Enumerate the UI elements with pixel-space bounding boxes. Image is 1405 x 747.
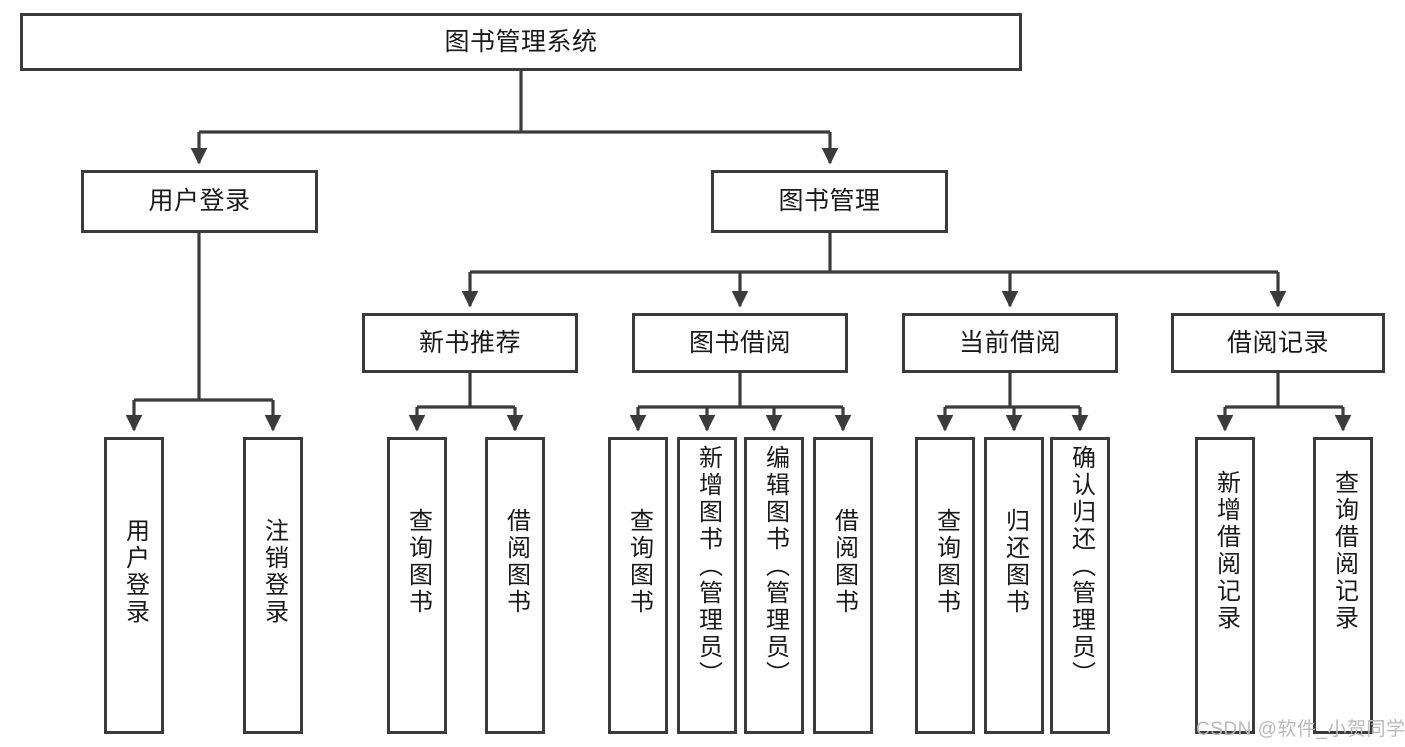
node-leaf-logout[interactable]: 注销登录: [243, 437, 303, 734]
node-current-borrow[interactable]: 当前借阅: [902, 313, 1118, 373]
node-leaf-logout-label: 注销登录: [260, 518, 288, 626]
node-leaf-borrow-book-1-label: 借阅图书: [502, 508, 530, 616]
csdn-watermark: CSDN @软件_小贺同学: [1196, 719, 1405, 740]
node-leaf-add-book[interactable]: 新增图书（管理员）: [677, 437, 737, 734]
node-book-management-label: 图书管理: [778, 187, 881, 215]
node-borrow-record[interactable]: 借阅记录: [1171, 313, 1385, 373]
node-leaf-query-book-3-label: 查询图书: [932, 508, 960, 616]
node-leaf-query-record[interactable]: 查询借阅记录: [1313, 437, 1373, 734]
node-leaf-edit-book-label: 编辑图书（管理员）: [761, 445, 789, 688]
node-leaf-add-record[interactable]: 新增借阅记录: [1195, 437, 1255, 734]
node-borrow-record-label: 借阅记录: [1226, 328, 1329, 357]
node-book-borrow-label: 图书借阅: [688, 328, 791, 357]
node-user-login[interactable]: 用户登录: [81, 170, 318, 233]
node-leaf-query-book-2[interactable]: 查询图书: [608, 437, 668, 734]
node-leaf-return-book-label: 归还图书: [1001, 508, 1029, 616]
node-leaf-query-record-label: 查询借阅记录: [1330, 470, 1358, 632]
node-leaf-confirm-return[interactable]: 确认归还（管理员）: [1050, 437, 1110, 734]
node-leaf-add-book-label: 新增图书（管理员）: [694, 445, 722, 688]
node-new-book-recommend-label: 新书推荐: [418, 328, 521, 357]
node-leaf-query-book-2-label: 查询图书: [625, 508, 653, 616]
node-leaf-query-book-1-label: 查询图书: [404, 508, 432, 616]
node-leaf-query-book-3[interactable]: 查询图书: [915, 437, 975, 734]
node-root[interactable]: 图书管理系统: [20, 13, 1022, 71]
node-leaf-query-book-1[interactable]: 查询图书: [387, 437, 447, 734]
node-leaf-confirm-return-label: 确认归还（管理员）: [1067, 445, 1095, 688]
node-leaf-user-login[interactable]: 用户登录: [104, 437, 164, 734]
node-leaf-return-book[interactable]: 归还图书: [984, 437, 1044, 734]
node-root-label: 图书管理系统: [444, 27, 598, 56]
node-leaf-borrow-book-2-label: 借阅图书: [830, 508, 858, 616]
node-leaf-borrow-book-2[interactable]: 借阅图书: [813, 437, 873, 734]
node-book-borrow[interactable]: 图书借阅: [632, 313, 848, 373]
node-leaf-borrow-book-1[interactable]: 借阅图书: [485, 437, 545, 734]
node-new-book-recommend[interactable]: 新书推荐: [362, 313, 578, 373]
node-leaf-edit-book[interactable]: 编辑图书（管理员）: [744, 437, 804, 734]
node-current-borrow-label: 当前借阅: [958, 328, 1061, 357]
node-user-login-label: 用户登录: [148, 187, 251, 215]
node-leaf-add-record-label: 新增借阅记录: [1212, 470, 1240, 632]
node-leaf-user-login-label: 用户登录: [121, 518, 149, 626]
node-book-management[interactable]: 图书管理: [711, 170, 948, 233]
